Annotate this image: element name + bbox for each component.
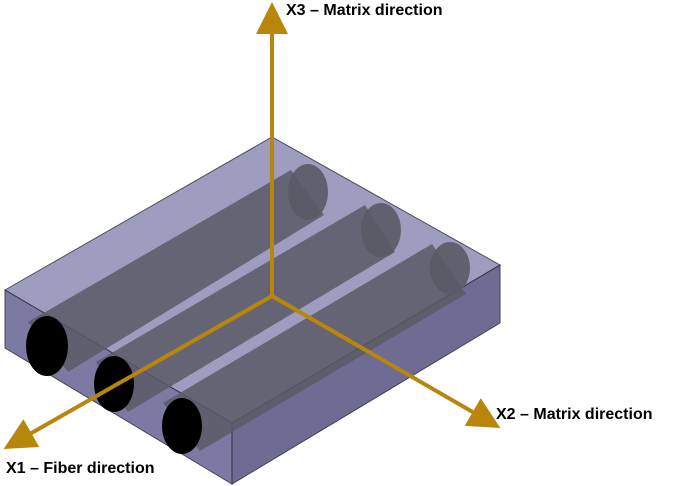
fiber-2-body	[96, 205, 395, 412]
x3-axis-label: X3 – Matrix direction	[286, 2, 443, 19]
x2-axis-label: X2 – Matrix direction	[496, 406, 653, 423]
x1-axis-label: X1 – Fiber direction	[6, 460, 154, 477]
x1-axis-arrow	[3, 294, 273, 449]
fiber-3-far-end	[430, 242, 470, 294]
fiber-1	[26, 164, 328, 376]
fiber-1-end	[26, 316, 68, 376]
fiber-1-far-end	[288, 164, 328, 220]
fibers	[26, 164, 470, 454]
fiber-3-end	[162, 398, 202, 454]
fiber-2-far-end	[361, 203, 401, 257]
fiber-3	[162, 242, 470, 454]
coordinate-axes	[3, 2, 501, 449]
fiber-1-body	[28, 170, 324, 372]
x2-axis-arrow	[270, 294, 501, 429]
fiber-3-body	[163, 244, 466, 451]
